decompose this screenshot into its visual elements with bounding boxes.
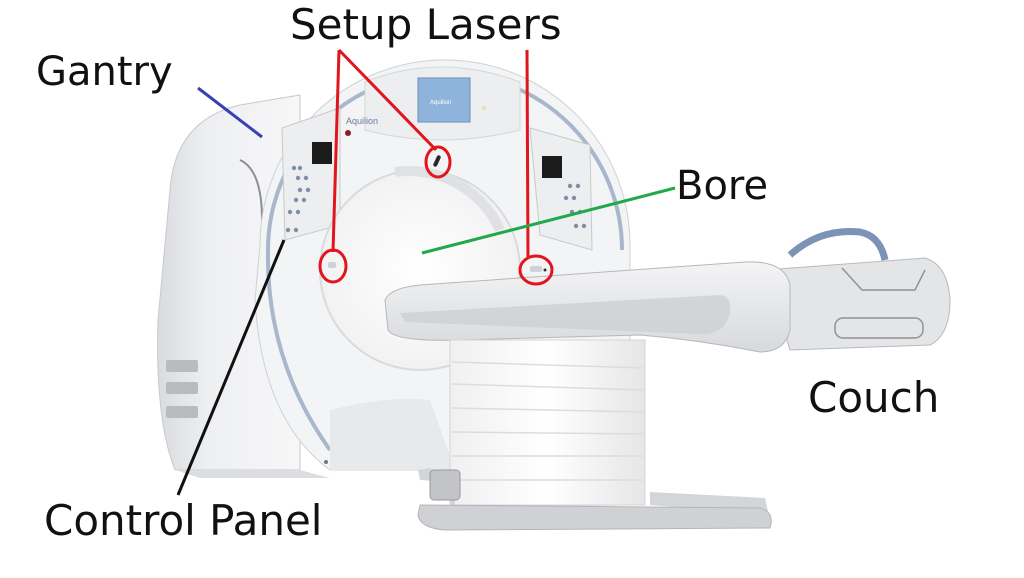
label-control-panel: Control Panel (44, 496, 323, 545)
gantry-leader (197, 86, 263, 139)
control-panel-right (529, 127, 593, 251)
laser-leader-right (525, 49, 530, 259)
annotation-leaders (176, 48, 676, 496)
laser-leader-top (337, 48, 438, 152)
bore-leader (421, 186, 676, 255)
label-bore: Bore (676, 163, 769, 209)
gantry-display-screen (417, 77, 471, 123)
label-couch: Couch (808, 373, 940, 422)
control-panel-left (281, 107, 341, 241)
couch (384, 227, 951, 531)
laser-leader-left (331, 49, 341, 253)
label-setup-lasers: Setup Lasers (290, 0, 562, 49)
svg-text:Aquilion: Aquilion (430, 100, 451, 106)
laser-marker-top (424, 145, 452, 179)
model-branding: Aquilion (346, 116, 378, 126)
laser-marker-left (318, 248, 348, 284)
label-gantry: Gantry (36, 49, 173, 95)
gantry-housing (157, 94, 330, 478)
laser-marker-right (518, 254, 554, 286)
control-panel-leader (176, 239, 286, 496)
